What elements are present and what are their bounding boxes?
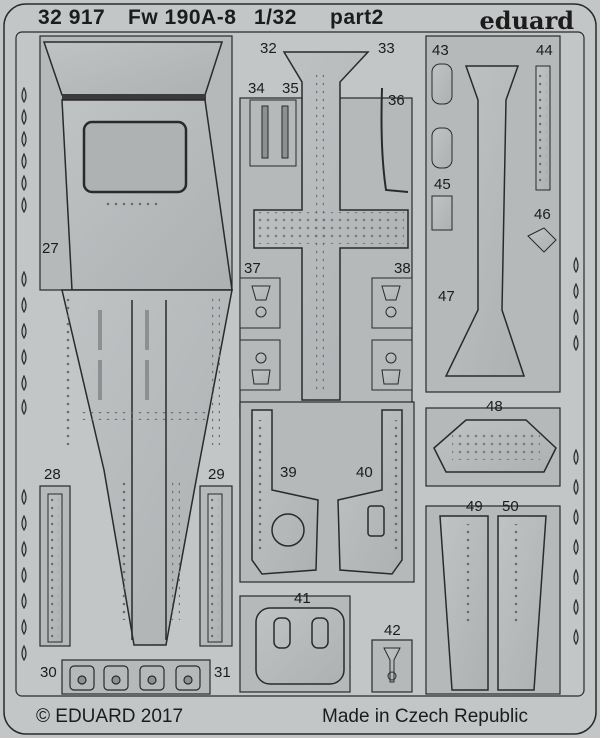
model-name: Fw 190A-8: [128, 6, 237, 29]
part-41: [239, 595, 351, 693]
part-28-strip: [39, 485, 71, 647]
part-number-35: 35: [282, 80, 299, 97]
part-number-33: 33: [378, 40, 395, 57]
part-number-40: 40: [356, 464, 373, 481]
part-number-42: 42: [384, 622, 401, 639]
part-number-39: 39: [280, 464, 297, 481]
part-number-50: 50: [502, 498, 519, 515]
set-number: 32 917: [38, 6, 106, 29]
part-number-49: 49: [466, 498, 483, 515]
part-42: [371, 639, 413, 693]
right-edge-tabs: [573, 256, 579, 646]
part-number-37: 37: [244, 260, 261, 277]
part-48: [425, 407, 561, 487]
part-number-46: 46: [534, 206, 551, 223]
brand-logo: eduard: [479, 6, 574, 35]
part-number-27: 27: [42, 240, 59, 257]
part-number-47: 47: [438, 288, 455, 305]
parts-49-50: [425, 505, 561, 695]
part-number-32: 32: [260, 40, 277, 57]
parts-43-47: [425, 35, 561, 393]
part-number-36: 36: [388, 92, 405, 109]
scale-label: 1/32: [254, 6, 297, 29]
part-number-41: 41: [294, 590, 311, 607]
part-29-strip: [199, 485, 233, 647]
part-number-38: 38: [394, 260, 411, 277]
parts-39-40: [239, 401, 415, 583]
part-number-28: 28: [44, 466, 61, 483]
part-number-34: 34: [248, 80, 265, 97]
origin-text: Made in Czech Republic: [322, 706, 528, 727]
part-number-29: 29: [208, 466, 225, 483]
copyright-text: © EDUARD 2017: [36, 706, 184, 727]
fret-inner-frame: [15, 31, 585, 697]
part-number-31: 31: [214, 664, 231, 681]
part-number-44: 44: [536, 42, 553, 59]
left-edge-tabs: [21, 86, 27, 662]
parts-32-38-cross: [239, 51, 413, 419]
part-number-43: 43: [432, 42, 449, 59]
part-27-panel: [39, 35, 233, 646]
part-number-45: 45: [434, 176, 451, 193]
part-number-30: 30: [40, 664, 57, 681]
part-label: part2: [330, 6, 384, 29]
parts-30-31: [61, 659, 211, 695]
part-number-48: 48: [486, 398, 503, 415]
